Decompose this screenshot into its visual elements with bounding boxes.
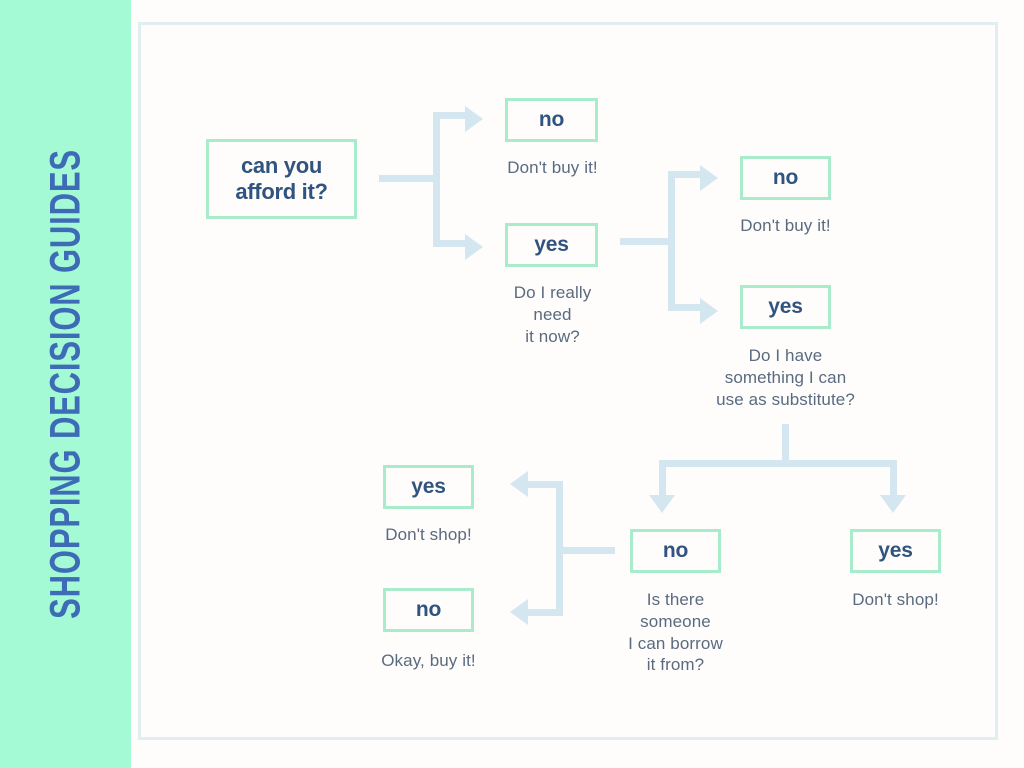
node-substitute-yes[interactable]: yes (850, 529, 941, 573)
node-label: no (538, 107, 565, 131)
caption-line: Don't shop! (852, 590, 939, 609)
caption-line: need (533, 304, 572, 324)
caption-line: Do I have (748, 346, 823, 365)
arrow-root-to-no-icon (465, 106, 483, 132)
caption-substitute-yes: Don't shop! (823, 589, 968, 611)
caption-line: I can borrow (628, 633, 723, 653)
caption-line: Don't shop! (385, 525, 472, 544)
node-label: no (772, 165, 799, 189)
node-need-no[interactable]: no (740, 156, 831, 200)
content-frame (138, 22, 998, 740)
caption-line: something I can (724, 367, 847, 387)
node-label: yes (411, 474, 446, 498)
sidebar: SHOPPING DECISION GUIDES (0, 0, 131, 768)
arrow-borrow-to-no-icon (510, 599, 528, 625)
node-borrow-yes[interactable]: yes (383, 465, 474, 509)
caption-borrow-no: Okay, buy it! (356, 650, 501, 672)
connector-substitute-bar (659, 460, 897, 467)
connector-need-to-yes (668, 304, 702, 311)
node-afford-no[interactable]: no (505, 98, 598, 142)
node-label: yes (768, 294, 803, 318)
caption-substitute-no: Is there someone I can borrow it from? (603, 589, 748, 676)
caption-borrow-yes: Don't shop! (356, 524, 501, 546)
node-label: no (662, 538, 689, 562)
caption-line: it now? (525, 326, 580, 346)
connector-borrow-stem (563, 547, 615, 554)
caption-line: Do I really (513, 283, 592, 302)
node-label-line1: can you (240, 153, 323, 179)
caption-need-yes: Do I have something I can use as substit… (693, 345, 878, 410)
connector-root-spine (433, 112, 440, 247)
connector-need-stem (620, 238, 675, 245)
arrow-need-to-yes-icon (700, 298, 718, 324)
connector-borrow-spine (556, 481, 563, 616)
caption-line: use as substitute? (716, 389, 855, 409)
caption-line: Okay, buy it! (381, 651, 476, 670)
node-label: no (415, 597, 442, 621)
node-borrow-no[interactable]: no (383, 588, 474, 632)
caption-need-no: Don't buy it! (713, 215, 858, 237)
arrow-borrow-to-yes-icon (510, 471, 528, 497)
node-label: yes (878, 538, 913, 562)
caption-line: someone (640, 611, 711, 631)
caption-line: Don't buy it! (507, 158, 598, 177)
connector-root-stem (379, 175, 439, 182)
arrow-substitute-to-no-icon (649, 495, 675, 513)
connector-root-to-no (433, 112, 467, 119)
connector-root-to-yes (433, 240, 467, 247)
node-afford-yes[interactable]: yes (505, 223, 598, 267)
connector-substitute-to-no (659, 460, 666, 500)
node-need-yes[interactable]: yes (740, 285, 831, 329)
node-substitute-no[interactable]: no (630, 529, 721, 573)
arrow-substitute-to-yes-icon (880, 495, 906, 513)
arrow-need-to-no-icon (700, 165, 718, 191)
node-label: can you afford it? (235, 153, 328, 205)
arrow-root-to-yes-icon (465, 234, 483, 260)
node-label-line2: afford it? (235, 179, 328, 204)
connector-substitute-stem (782, 424, 789, 464)
caption-line: Is there (646, 590, 705, 609)
connector-borrow-to-yes (528, 481, 560, 488)
node-can-you-afford-it[interactable]: can you afford it? (206, 139, 357, 219)
connector-need-to-no (668, 171, 702, 178)
caption-afford-no: Don't buy it! (480, 157, 625, 179)
connector-borrow-to-no (528, 609, 560, 616)
connector-substitute-to-yes (890, 460, 897, 500)
node-label: yes (534, 232, 569, 256)
caption-line: it from? (646, 655, 705, 675)
caption-afford-yes: Do I really need it now? (480, 282, 625, 347)
caption-line: Don't buy it! (740, 216, 831, 235)
connector-need-spine (668, 171, 675, 311)
